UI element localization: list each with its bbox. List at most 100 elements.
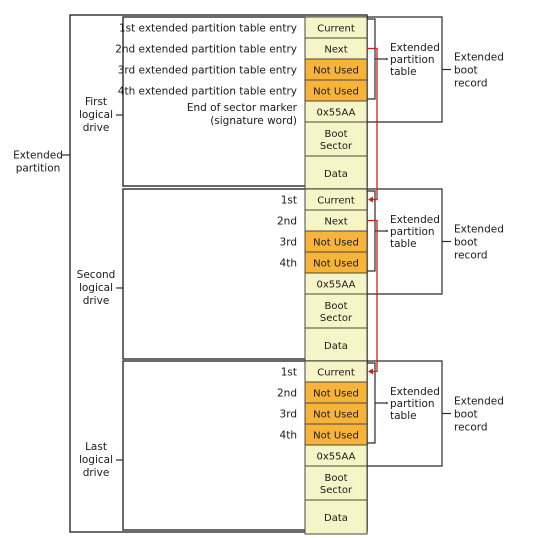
row-label-line: 2nd (277, 388, 297, 400)
ept-bracket (367, 190, 376, 272)
cell-value: 0x55AA (317, 108, 356, 119)
ebr-label-line: Extended (454, 224, 504, 236)
ept-label-line: partition (390, 226, 435, 238)
cell-value-line: Data (324, 513, 348, 524)
cell-value: Not Used (313, 238, 359, 249)
ebr-label-line: Extended (454, 396, 504, 408)
ept-label-line: Extended (390, 42, 440, 54)
cell-value-line: Current (317, 196, 355, 207)
logical-drive-label-2-line: drive (83, 295, 110, 307)
cell-value-line: Not Used (313, 238, 359, 249)
cell-value-line: 0x55AA (317, 280, 356, 291)
row-label: 1st extended partition table entry (119, 23, 297, 35)
logical-drive-label-2-line: Second (77, 269, 116, 281)
row-label-line: 4th extended partition table entry (118, 86, 297, 98)
ebr-label-line: record (454, 250, 488, 262)
partition-cell (304, 293, 368, 329)
partition-cell (304, 121, 368, 157)
ept-bracket (367, 18, 376, 100)
row-label-line: 3rd (280, 237, 297, 249)
next-pointer-arrow-icon (368, 368, 373, 375)
cell-value-line: Current (317, 368, 355, 379)
ept-label-line: table (390, 66, 417, 78)
logical-drive-label-3-line: logical (79, 454, 113, 466)
ebr-label-line: Extended (454, 52, 504, 64)
cell-value: Data (324, 513, 348, 524)
row-label-line: (signature word) (210, 115, 297, 127)
row-label-line: 1st extended partition table entry (119, 23, 297, 35)
partition-cell (304, 327, 368, 363)
cell-value: Data (324, 169, 348, 180)
cell-value-line: Current (317, 24, 355, 35)
next-pointer-line (367, 47, 378, 201)
cell-value-line: Data (324, 341, 348, 352)
ept-label-line: table (390, 238, 417, 250)
partition-cell (304, 499, 368, 535)
ebr-label-line: record (454, 78, 488, 90)
cell-value: Current (317, 196, 355, 207)
cell-value: Data (324, 341, 348, 352)
cell-value: Not Used (313, 389, 359, 400)
cell-value-line: 0x55AA (317, 452, 356, 463)
row-label-line: 2nd (277, 216, 297, 228)
partition-cell (304, 465, 368, 501)
row-label-line: 2nd extended partition table entry (115, 44, 297, 56)
ept-label-line: table (390, 410, 417, 422)
row-label: 4th (280, 258, 297, 270)
ept-label-line: Extended (390, 214, 440, 226)
row-label: 4th (280, 430, 297, 442)
row-label: 2nd extended partition table entry (115, 44, 297, 56)
cell-value: 0x55AA (317, 452, 356, 463)
ebr-label-line: boot (454, 65, 478, 77)
cell-value: Current (317, 24, 355, 35)
ept-label-line: partition (390, 398, 435, 410)
row-label-line: 3rd (280, 409, 297, 421)
logical-drive-label-3-line: Last (85, 441, 107, 453)
row-label: 4th extended partition table entry (118, 86, 297, 98)
row-label: End of sector marker(signature word) (187, 102, 298, 127)
cell-value-line: Not Used (313, 66, 359, 77)
cell-value-line: Sector (320, 313, 353, 324)
extended-partition-label-line: Extended (13, 150, 63, 162)
ept-label-line: Extended (390, 386, 440, 398)
row-label-line: 1st (281, 367, 297, 379)
next-pointer-arrow-icon (368, 196, 373, 203)
logical-drive-label-2-line: logical (79, 282, 113, 294)
cell-value-line: Next (324, 45, 347, 56)
row-label: 2nd (277, 216, 297, 228)
cell-value-line: Boot (324, 301, 347, 312)
row-label: 1st (281, 195, 297, 207)
row-label-line: 1st (281, 195, 297, 207)
ept-label-line: partition (390, 54, 435, 66)
cell-value-line: Not Used (313, 431, 359, 442)
cell-value-line: Sector (320, 485, 353, 496)
cell-value-line: Boot (324, 473, 347, 484)
cell-value: 0x55AA (317, 280, 356, 291)
row-label: 3rd extended partition table entry (118, 65, 297, 77)
cell-value-line: Not Used (313, 410, 359, 421)
next-pointer-line (367, 219, 378, 373)
row-label: 3rd (280, 237, 297, 249)
logical-drive-label-1-line: logical (79, 109, 113, 121)
cell-value-line: Boot (324, 129, 347, 140)
cell-value: Not Used (313, 87, 359, 98)
cell-value-line: Data (324, 169, 348, 180)
logical-drive-label-3-line: drive (83, 467, 110, 479)
cell-value-line: Sector (320, 141, 353, 152)
row-label: 3rd (280, 409, 297, 421)
row-label-line: 4th (280, 258, 297, 270)
row-label: 2nd (277, 388, 297, 400)
cell-value-line: Next (324, 217, 347, 228)
row-label-line: 4th (280, 430, 297, 442)
row-label-line: 3rd extended partition table entry (118, 65, 297, 77)
